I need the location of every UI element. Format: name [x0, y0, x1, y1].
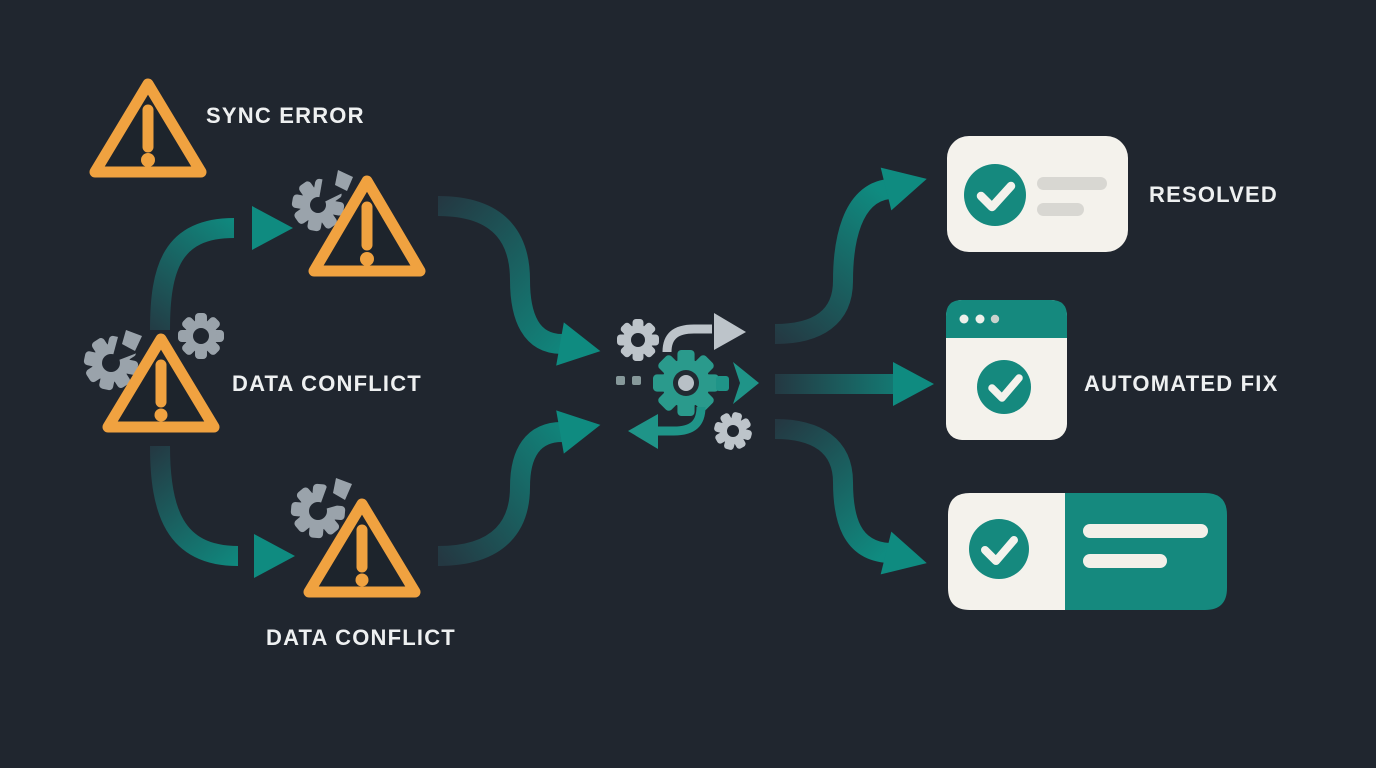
text-line-placeholder	[1037, 203, 1084, 216]
text-line-placeholder	[1083, 554, 1167, 568]
sync-error-label: SYNC ERROR	[206, 103, 365, 128]
automated-fix-label: AUTOMATED FIX	[1084, 371, 1279, 396]
data-conflict-source-label: DATA CONFLICT	[232, 371, 422, 396]
gears-sync-icon	[616, 313, 759, 450]
banner-check-text-lines-icon	[948, 493, 1227, 610]
gear-icon	[178, 313, 224, 359]
window-dot	[959, 314, 969, 324]
gear-icon	[617, 319, 659, 361]
warning-triangle-icon	[89, 78, 207, 178]
dash-dot	[616, 376, 625, 385]
edge-conflict-item-to-processor	[437, 410, 601, 566]
window-dot	[975, 314, 985, 324]
data-conflict-item-label: DATA CONFLICT	[266, 625, 456, 650]
text-line-placeholder	[1083, 524, 1208, 538]
edge-processor-to-resolved	[774, 167, 927, 344]
dash-dot	[632, 376, 641, 385]
check-circle-icon	[977, 360, 1031, 414]
edge-processor-to-automated-fix	[775, 362, 934, 406]
check-circle-icon	[969, 519, 1029, 579]
gear-shard-icon	[122, 330, 142, 351]
window-dot	[990, 314, 1000, 324]
broken-gear-icon	[291, 172, 348, 232]
check-icon	[981, 536, 1018, 565]
check-icon	[976, 181, 1016, 212]
warning-triangle-broken-gear-icon	[291, 170, 426, 277]
resolved-label: RESOLVED	[1149, 182, 1278, 207]
warning-triangle-broken-gear-icon	[290, 478, 421, 598]
edge-source-to-sync-item	[150, 206, 293, 331]
check-icon	[988, 374, 1023, 402]
gear-icon	[714, 412, 752, 450]
cycle-arrow-bottom-icon	[628, 406, 706, 449]
edge-processor-to-banner	[774, 419, 927, 575]
warning-triangle-gears-icon	[83, 313, 224, 433]
text-line-placeholder	[1037, 177, 1107, 190]
check-circle-icon	[964, 164, 1026, 226]
gear-shard-icon	[335, 170, 353, 191]
output-chevron-arrow-icon	[716, 362, 759, 404]
edge-sync-item-to-processor	[437, 196, 601, 366]
browser-window-check-icon	[946, 300, 1067, 440]
cycle-arrow-top-icon	[662, 313, 746, 353]
banner-right-panel	[1065, 493, 1227, 610]
broken-gear-icon	[290, 479, 351, 539]
card-check-text-lines-icon	[947, 136, 1128, 252]
flow-arrows	[150, 167, 934, 578]
browser-titlebar	[946, 300, 1067, 338]
edge-source-to-conflict-item	[150, 445, 295, 578]
main-gear-icon	[653, 350, 719, 416]
gear-shard-icon	[333, 478, 352, 500]
